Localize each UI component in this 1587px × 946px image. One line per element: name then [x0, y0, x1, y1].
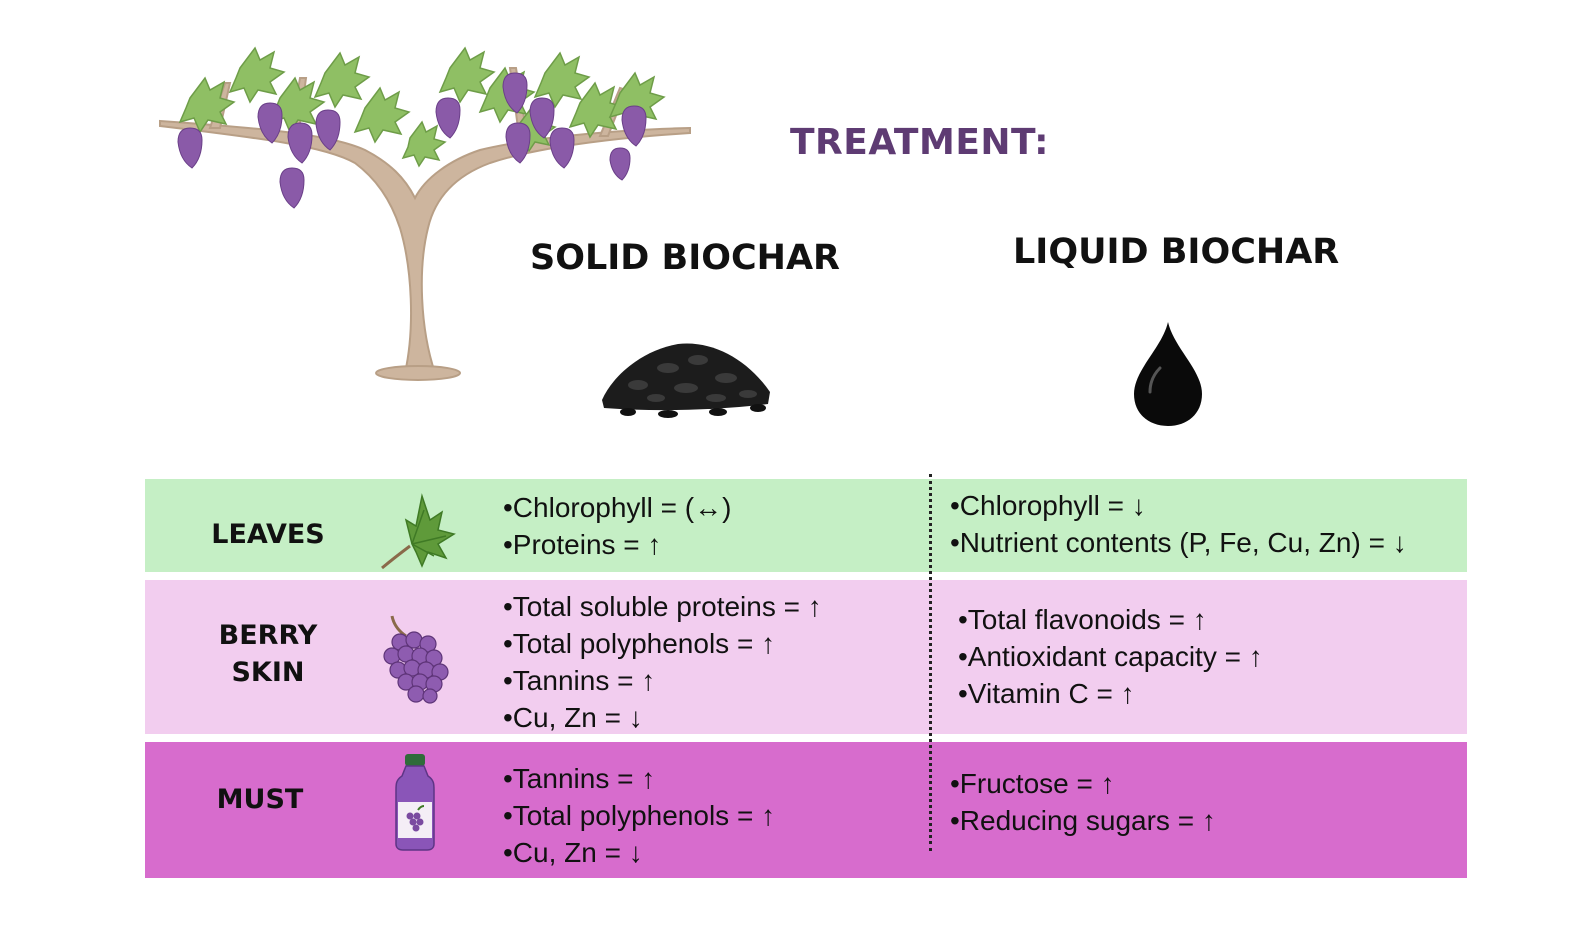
- grapevine-icon: [159, 46, 691, 381]
- berry-skin-label: BERRY SKIN: [218, 620, 318, 688]
- berry-skin-liquid-effects: •Total flavonoids = ↑ •Antioxidant capaci…: [958, 601, 1263, 712]
- must-row-band: [145, 742, 1467, 878]
- must-solid-effects: •Tannins = ↑ •Total polyphenols = ↑ •Cu, Z…: [503, 760, 775, 871]
- solid-biochar-title: SOLID BIOCHAR: [530, 238, 840, 278]
- effect-item: •Antioxidant capacity = ↑: [958, 641, 1263, 672]
- grape-juice-bottle-icon: [395, 754, 435, 851]
- treatment-heading: TREATMENT:: [790, 122, 1050, 163]
- leaves-row-band: [145, 479, 1467, 572]
- liquid-biochar-drop-icon: [1134, 322, 1202, 426]
- effect-item: •Total soluble proteins = ↑: [503, 591, 822, 622]
- grape-leaf-icon: [381, 493, 456, 570]
- effect-item: •Total flavonoids = ↑: [958, 604, 1207, 635]
- effect-item: •Chlorophyll = (↔): [503, 492, 732, 523]
- effect-item: •Vitamin C = ↑: [958, 678, 1135, 709]
- effect-item: •Total polyphenols = ↑: [503, 628, 776, 659]
- liquid-biochar-title: LIQUID BIOCHAR: [1013, 232, 1340, 272]
- effect-item: •Proteins = ↑: [503, 529, 662, 560]
- berry-skin-row-band: [145, 580, 1467, 734]
- must-liquid-effects: •Fructose = ↑ •Reducing sugars = ↑: [950, 765, 1216, 839]
- effect-item: •Reducing sugars = ↑: [950, 805, 1216, 836]
- grape-bunch-icon: [383, 615, 449, 704]
- leaves-solid-effects: •Chlorophyll = (↔) •Proteins = ↑: [503, 489, 731, 563]
- effect-item: •Total polyphenols = ↑: [503, 800, 776, 831]
- effect-item: •Nutrient contents (P, Fe, Cu, Zn) = ↓: [950, 527, 1407, 558]
- effect-item: •Chlorophyll = ↓: [950, 490, 1146, 521]
- effect-item: •Tannins = ↑: [503, 665, 656, 696]
- column-divider: [929, 474, 932, 851]
- effect-item: •Cu, Zn = ↓: [503, 837, 643, 868]
- effect-item: •Fructose = ↑: [950, 768, 1115, 799]
- solid-biochar-pile-icon: [602, 343, 770, 418]
- effect-item: •Cu, Zn = ↓: [503, 702, 643, 733]
- must-label: MUST: [216, 784, 304, 815]
- leaves-liquid-effects: •Chlorophyll = ↓ •Nutrient contents (P, F…: [950, 487, 1407, 561]
- effect-item: •Tannins = ↑: [503, 763, 656, 794]
- leaves-label: LEAVES: [211, 519, 325, 550]
- berry-skin-solid-effects: •Total soluble proteins = ↑ •Total polyph…: [503, 588, 822, 736]
